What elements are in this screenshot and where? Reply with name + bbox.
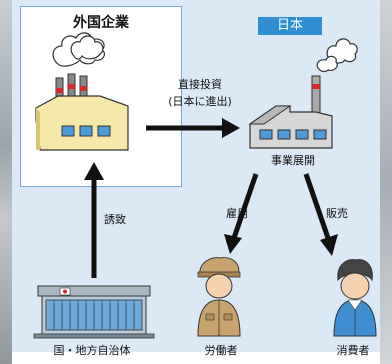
japan-factory-icon	[248, 38, 358, 149]
consumer-icon	[333, 259, 377, 337]
japan-badge: 日本	[258, 17, 322, 35]
background-photo-right	[380, 0, 392, 364]
fdi-sublabel: (日本に進出)	[168, 95, 232, 108]
workers-label: 労働者	[204, 344, 238, 357]
invite-label: 誘致	[104, 213, 126, 226]
worker-icon	[197, 257, 241, 337]
background-photo-left	[0, 0, 12, 364]
business-label: 事業展開	[271, 154, 315, 167]
employment-arrow	[224, 173, 259, 254]
fdi-arrow	[146, 118, 240, 138]
foreign-company-title: 外国企業	[73, 15, 129, 31]
employment-label: 雇用	[226, 207, 248, 220]
fdi-label: 直接投資	[178, 78, 222, 91]
sales-arrow	[303, 173, 338, 256]
government-label: 国・地方自治体	[53, 344, 131, 357]
government-building-icon	[33, 285, 155, 339]
consumers-label: 消費者	[336, 344, 370, 357]
foreign-factory-icon	[35, 32, 129, 151]
sales-label: 販売	[326, 207, 348, 220]
invite-arrow	[84, 162, 104, 278]
